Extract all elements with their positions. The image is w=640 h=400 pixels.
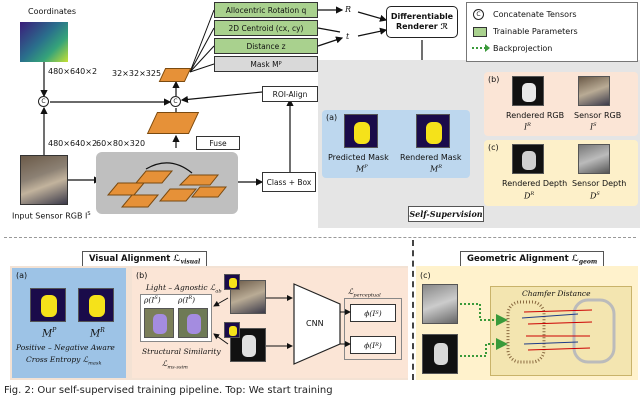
head-centroid: 2D Centroid (cx, cy) bbox=[214, 20, 318, 36]
fpn-pyramid bbox=[106, 162, 228, 208]
sensor-depth-symbol: DS bbox=[590, 191, 600, 201]
pn-line-1: Positive – Negative Aware bbox=[16, 343, 115, 352]
panel-c-top: (c) Rendered Depth Sensor Depth DR DS bbox=[484, 140, 638, 206]
dim-input: 480×640×2 bbox=[48, 139, 98, 148]
rendered-mask-symbol: MR bbox=[430, 164, 442, 174]
coordinates-label: Coordinates bbox=[28, 7, 77, 16]
panel-b-bottom-tag: (b) bbox=[136, 271, 148, 280]
mr-tile bbox=[78, 288, 114, 322]
self-supervision-label-box: Self-Supervision bbox=[408, 206, 484, 222]
rendered-mask-label: Rendered Mask bbox=[400, 153, 462, 162]
panel-a-bottom: (a) MP MR Positive – Negative Aware Cros… bbox=[12, 268, 126, 378]
rendered-depth-tile bbox=[512, 144, 544, 174]
head-rotation: Allocentric Rotation q bbox=[214, 2, 318, 18]
panel-c-tag: (c) bbox=[488, 143, 499, 152]
legend-concat-icon: C bbox=[473, 9, 484, 20]
sensor-depth-label: Sensor Depth bbox=[572, 179, 627, 188]
sensor-rgb-symbol: IS bbox=[590, 122, 597, 132]
panel-b-bottom: (b) Light – Agnostic ℒab ρ(IS) ρ(IR) Str… bbox=[132, 268, 408, 378]
panel-a-top: (a) Predicted Mask Rendered Mask MP MR bbox=[322, 110, 470, 178]
chamfer-label: Chamfer Distance bbox=[522, 289, 591, 298]
structural-similarity-symbol: ℒms-ssim bbox=[162, 359, 188, 371]
rendered-mask-tile bbox=[416, 114, 450, 148]
sensor-depth-tile bbox=[578, 144, 610, 174]
structural-similarity-label: Structural Similarity bbox=[142, 347, 221, 356]
predicted-mask-label: Predicted Mask bbox=[328, 153, 389, 162]
concat-node-2: C bbox=[170, 96, 181, 107]
fuse-label-box: Fuse bbox=[196, 136, 240, 150]
light-agnostic-label: Light – Agnostic ℒab bbox=[146, 283, 222, 295]
mp-tile bbox=[30, 288, 66, 322]
legend-trainable-swatch bbox=[473, 27, 487, 37]
rendered-depth-bottom bbox=[422, 334, 458, 374]
divider-horizontal bbox=[4, 237, 636, 238]
predicted-mask-symbol: MP bbox=[356, 164, 368, 174]
dim-coords: 480×640×2 bbox=[48, 67, 98, 76]
r-label: R bbox=[345, 5, 352, 14]
ir-mask-inset bbox=[224, 322, 240, 338]
rho-ir: ρ(IR) bbox=[178, 295, 196, 305]
dim-32x32: 32×32×325 bbox=[112, 69, 162, 78]
is-mask-inset bbox=[224, 274, 240, 290]
legend-backproj-arrow bbox=[472, 44, 490, 52]
panel-a-tag: (a) bbox=[326, 113, 338, 122]
chamfer-diagram bbox=[460, 298, 616, 364]
rendered-rgb-tile bbox=[512, 76, 544, 106]
rendered-depth-label: Rendered Depth bbox=[502, 179, 568, 188]
panel-b-tag: (b) bbox=[488, 75, 500, 84]
predicted-mask-tile bbox=[344, 114, 378, 148]
cnn-label: CNN bbox=[306, 319, 324, 328]
pn-line-2: Cross Entropy ℒmask bbox=[26, 355, 102, 367]
sensor-depth-bottom bbox=[422, 284, 458, 324]
input-sensor-image bbox=[20, 155, 68, 205]
coordinates-image bbox=[20, 22, 68, 62]
figure-caption: Fig. 2: Our self-supervised training pip… bbox=[4, 385, 333, 396]
legend-concat-label: Concatenate Tensors bbox=[493, 10, 577, 19]
legend: C Concatenate Tensors Trainable Paramete… bbox=[466, 2, 638, 62]
input-label: Input Sensor RGB IS bbox=[12, 211, 91, 221]
rendered-rgb-label: Rendered RGB bbox=[506, 111, 565, 120]
head-distance: Distance z bbox=[214, 38, 318, 54]
divider-vertical bbox=[412, 240, 414, 380]
class-box-head: Class + Box bbox=[262, 172, 316, 192]
panel-b-top: (b) Rendered RGB Sensor RGB IR IS bbox=[484, 72, 638, 136]
sensor-rgb-tile bbox=[578, 76, 610, 106]
perceptual-label: ℒperceptual bbox=[348, 287, 381, 299]
sensor-rgb-label: Sensor RGB bbox=[574, 111, 622, 120]
rho-is: ρ(IS) bbox=[144, 295, 161, 305]
rendered-depth-symbol: DR bbox=[524, 191, 535, 201]
rendered-rgb-symbol: IR bbox=[524, 122, 531, 132]
panel-b-arrows bbox=[213, 295, 351, 349]
legend-trainable-label: Trainable Parameters bbox=[493, 27, 578, 36]
t-label: t bbox=[346, 32, 350, 41]
roi-align-box: ROI-Align bbox=[262, 86, 318, 102]
rho-ir-tile bbox=[178, 308, 208, 338]
mp-symbol: MP bbox=[42, 327, 57, 340]
mr-symbol: MR bbox=[90, 327, 105, 340]
legend-backproj-label: Backprojection bbox=[493, 44, 553, 53]
dim-60x80: 60×80×320 bbox=[96, 139, 146, 148]
panel-a-bottom-tag: (a) bbox=[16, 271, 28, 280]
rho-is-tile bbox=[144, 308, 174, 338]
panel-c-bottom-tag: (c) bbox=[420, 271, 431, 280]
concat-node-1: C bbox=[38, 96, 49, 107]
